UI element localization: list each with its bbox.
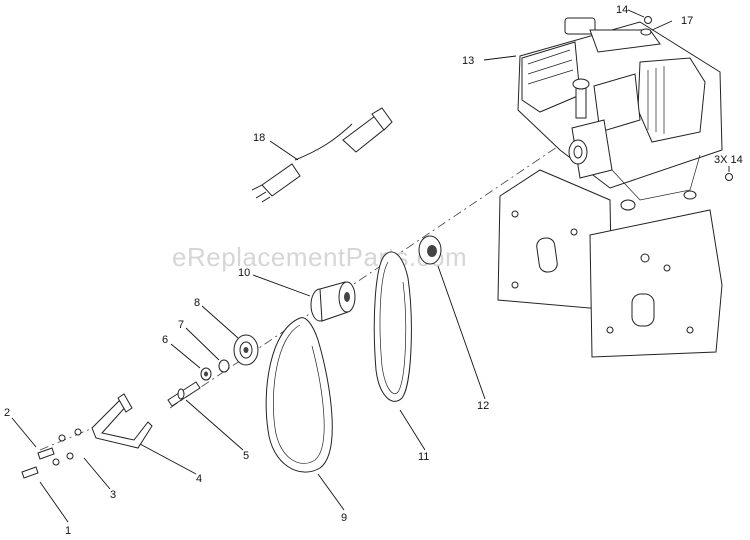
callout-1: 1 xyxy=(65,525,71,537)
pulley-10 xyxy=(310,281,356,322)
leader-lines xyxy=(11,9,730,523)
pulley-12 xyxy=(418,235,442,265)
shaft-5 xyxy=(167,381,201,407)
assembly-centerline xyxy=(169,144,561,409)
pulley-8 xyxy=(233,334,259,366)
callout-18: 18 xyxy=(253,132,265,144)
engine xyxy=(517,17,723,211)
callout-10: 10 xyxy=(238,267,250,279)
callout-14-top: 14 xyxy=(616,4,628,16)
callout-13: 13 xyxy=(462,55,474,67)
watermark: eReplacementParts.com xyxy=(172,242,467,272)
washer-17 xyxy=(640,28,652,36)
extension-cord xyxy=(251,107,393,203)
nut-14-side xyxy=(725,173,733,181)
spacer-6 xyxy=(200,367,212,381)
frame-plate xyxy=(497,169,723,358)
callout-2: 2 xyxy=(4,407,10,419)
callout-11: 11 xyxy=(418,451,429,463)
nut-14-top xyxy=(644,16,652,24)
callout-17: 17 xyxy=(681,15,693,27)
callout-3: 3 xyxy=(110,489,116,501)
callout-5: 5 xyxy=(243,450,249,462)
belt-9 xyxy=(265,317,333,473)
hardware-1-2-3 xyxy=(21,428,82,479)
callout-7: 7 xyxy=(178,319,184,331)
bolt-centerline xyxy=(39,424,101,451)
callout-9: 9 xyxy=(341,512,347,524)
callout-4: 4 xyxy=(196,473,202,485)
belt-11 xyxy=(373,251,412,402)
callout-12: 12 xyxy=(477,400,489,412)
washer-7 xyxy=(218,359,230,373)
bracket-4 xyxy=(91,393,153,449)
callout-8: 8 xyxy=(194,297,200,309)
callout-6: 6 xyxy=(162,334,168,346)
callout-3x-14: 3X 14 xyxy=(714,154,743,166)
